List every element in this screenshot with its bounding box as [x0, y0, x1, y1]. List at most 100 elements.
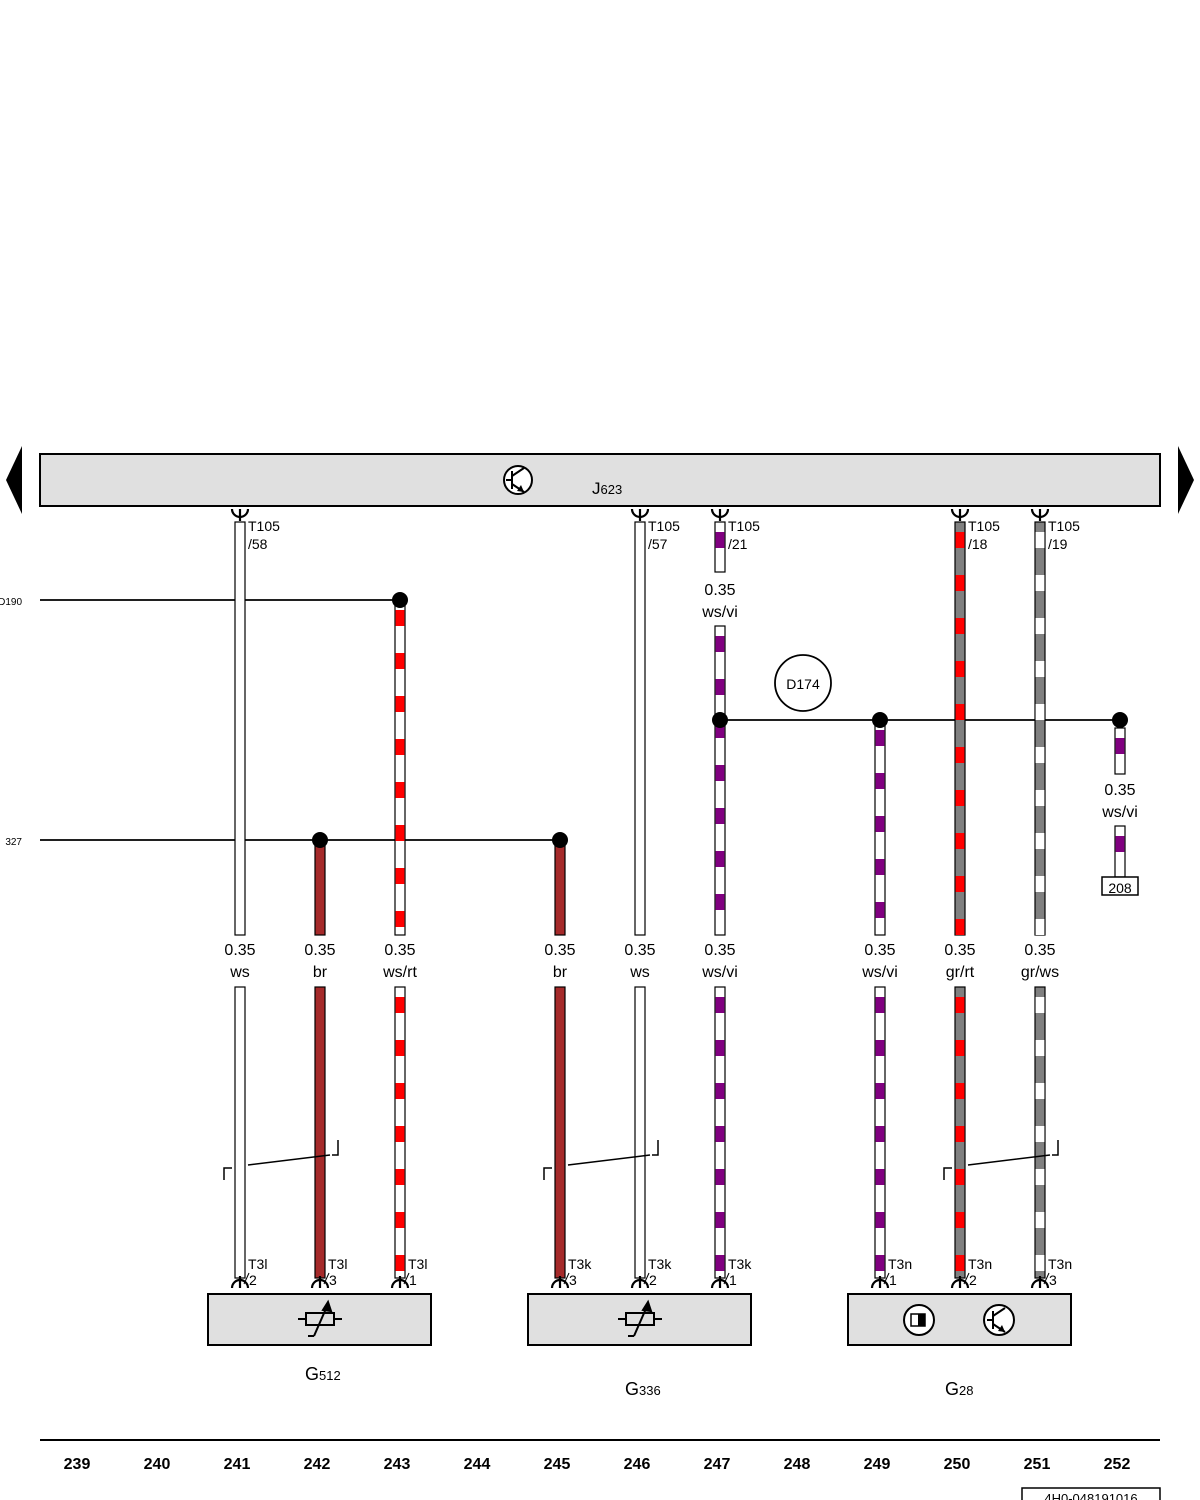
component-g512: G512	[207, 1293, 432, 1384]
wire-stripe	[955, 1255, 965, 1271]
arrow-right-icon[interactable]	[1178, 446, 1194, 514]
bottom-pin-number: 3	[1049, 1272, 1057, 1288]
branch-wire-size: 0.35	[1104, 782, 1135, 799]
wire-stripe	[715, 679, 725, 695]
ref-327: 327	[5, 837, 22, 848]
wire-stripe	[395, 997, 405, 1013]
splice-d174: D174	[774, 654, 832, 712]
wire-stripe	[1035, 1212, 1045, 1228]
wire-stripe	[395, 782, 405, 798]
wire-stripe	[715, 1126, 725, 1142]
wire-stripe	[395, 911, 405, 927]
wire-stripe	[875, 902, 885, 918]
wire-stripe	[715, 894, 725, 910]
control-unit-label: J623	[592, 479, 622, 498]
wire-stripe	[955, 1040, 965, 1056]
wire-stripe	[1035, 575, 1045, 591]
wire-stripe	[395, 739, 405, 755]
wire-stripe	[1035, 618, 1045, 634]
component-g28: G28	[847, 1293, 1072, 1399]
transistor-icon	[503, 465, 533, 495]
wire-stripe	[955, 704, 965, 720]
component-label: G28	[945, 1379, 973, 1399]
wire-color: ws/vi	[861, 964, 898, 981]
wire-stripe	[395, 653, 405, 669]
component-g336: G336	[527, 1293, 752, 1399]
wire-stripe	[1035, 747, 1045, 763]
column-number: 240	[144, 1456, 171, 1473]
wire-color: ws	[229, 964, 250, 981]
bottom-pin-label: T3n	[968, 1256, 992, 1272]
top-pin-label: T105	[728, 518, 760, 534]
ref-box-208	[1101, 876, 1139, 896]
wire-segment	[634, 521, 646, 936]
wire-stripe	[955, 790, 965, 806]
wire-stripe	[1035, 876, 1045, 892]
component-box	[847, 1293, 1072, 1346]
wire-stripe	[875, 859, 885, 875]
wire-stripe	[395, 696, 405, 712]
pin-tick	[643, 1272, 650, 1285]
wire-size: 0.35	[544, 942, 575, 959]
column-number: 244	[464, 1456, 491, 1473]
wire-stripe	[1035, 1255, 1045, 1271]
wire-stripe	[875, 1169, 885, 1185]
bottom-pin-number: 3	[569, 1272, 577, 1288]
bottom-pin-label: T3l	[248, 1256, 267, 1272]
doc-id: 4H0-048191016	[1044, 1491, 1137, 1500]
wire-stripe	[1035, 997, 1045, 1013]
wire-stripe	[715, 532, 725, 548]
wire-size: 0.35	[384, 942, 415, 959]
wire-stripe	[715, 1212, 725, 1228]
wire-segment	[554, 839, 566, 936]
wire-stripe	[955, 618, 965, 634]
wire-color: br	[313, 964, 328, 981]
wire-color: ws/rt	[382, 964, 417, 981]
column-number: 245	[544, 1456, 571, 1473]
junction-dot	[872, 712, 888, 728]
wire-stripe	[875, 773, 885, 789]
wire-stripe	[875, 1255, 885, 1271]
ref-d190: D190	[0, 597, 22, 608]
bottom-pin-label: T3l	[408, 1256, 427, 1272]
wire-stripe	[395, 1040, 405, 1056]
wire-stripe	[395, 825, 405, 841]
variable-resistor-icon	[298, 1299, 342, 1337]
top-pin-number: /18	[968, 536, 988, 552]
bottom-pin-number: 3	[329, 1272, 337, 1288]
wire-stripe	[955, 1126, 965, 1142]
wire-size: 0.35	[704, 942, 735, 959]
wire-size: 0.35	[944, 942, 975, 959]
junction-dot	[1112, 712, 1128, 728]
wire-color: ws/vi	[701, 964, 738, 981]
pin-tick	[243, 1272, 250, 1285]
wire-stripe	[715, 1255, 725, 1271]
wire-stripe	[875, 997, 885, 1013]
wire-stripe	[395, 1212, 405, 1228]
wire-segment	[314, 986, 326, 1279]
wire-stripe	[395, 1255, 405, 1271]
column-number: 250	[944, 1456, 971, 1473]
wire-stripe	[395, 868, 405, 884]
wire-stripe	[875, 730, 885, 746]
wire-stripe	[1035, 1169, 1045, 1185]
component-label: G512	[305, 1364, 341, 1384]
component-box	[207, 1293, 432, 1346]
junction-dot	[312, 832, 328, 848]
junction-dot	[712, 712, 728, 728]
wire-stripe	[1035, 661, 1045, 677]
arrow-left-icon[interactable]	[6, 446, 22, 514]
pin-tick	[723, 1272, 730, 1285]
shield-markers	[223, 1140, 1059, 1180]
wire-stripe	[1035, 704, 1045, 720]
wire-stripe	[955, 919, 965, 935]
column-number: 251	[1024, 1456, 1051, 1473]
wire-stripe	[715, 851, 725, 867]
pin-tick	[323, 1272, 330, 1285]
bottom-pin-label: T3k	[648, 1256, 672, 1272]
bottom-pin-label: T3k	[568, 1256, 592, 1272]
wire-size: 0.35	[864, 942, 895, 959]
pin-tick	[963, 1272, 970, 1285]
